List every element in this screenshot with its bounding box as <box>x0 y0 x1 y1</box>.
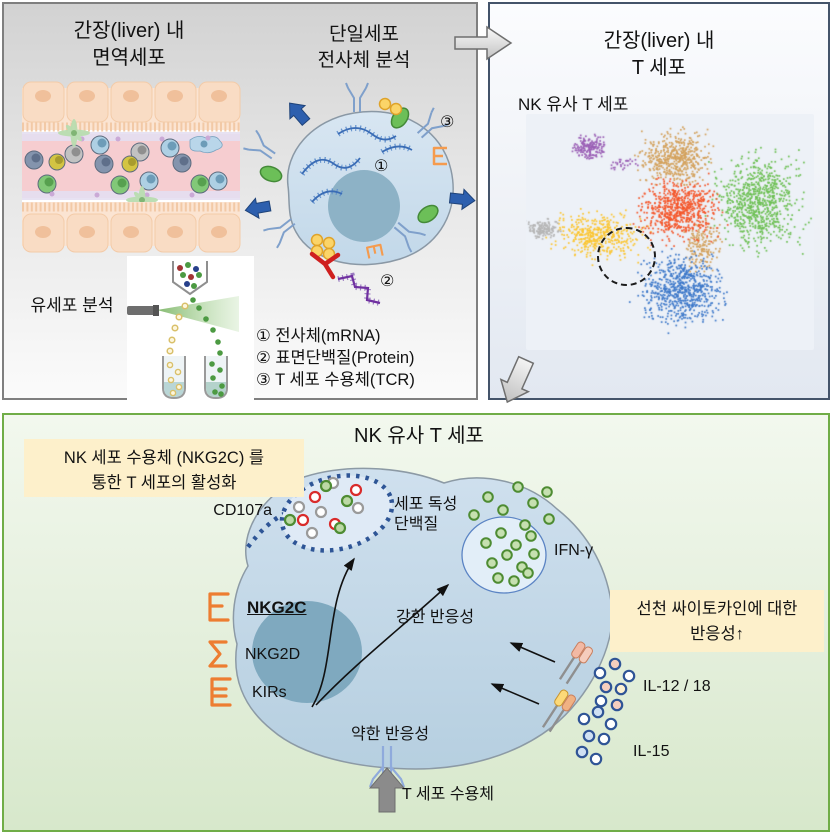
panel3-title: NK 유사 T 세포 <box>354 425 484 447</box>
kirs-label: KIRs <box>252 684 287 701</box>
marker-3: ③ <box>440 114 454 131</box>
nk-cell-nucleus <box>252 601 362 703</box>
tcr-stimulus-arrow <box>368 767 406 813</box>
legend-item-tcr: ③ T 세포 수용체(TCR) <box>256 370 415 389</box>
mrna-strands <box>299 125 414 205</box>
sc-legend: ① 전사체(mRNA) ② 표면단백질(Protein) ③ T 세포 수용체(… <box>256 326 415 391</box>
tcr-glyphs <box>243 82 449 253</box>
panel1-title-line2: 면역세포 <box>92 47 166 69</box>
ifn-gamma-label: IFN-γ <box>554 542 594 559</box>
tsne-plot <box>526 114 814 350</box>
il15-dots <box>575 705 618 766</box>
panel-liver-t-cells: 간장(liver) 내 T 세포 NK 유사 T 세포 <box>488 2 830 400</box>
ifn-vesicle <box>461 481 555 594</box>
tcr-label: T 세포 수용체 <box>402 786 494 803</box>
innate-cytokine-box: 선천 싸이토카인에 대한 반응성↑ <box>610 590 824 652</box>
kirs-receptor-icon <box>210 677 232 707</box>
nk-receptor-icons <box>208 592 232 707</box>
cytokine-signal-arrows <box>490 642 556 705</box>
nkg2c-receptor-icon <box>208 592 230 622</box>
activation-arrows <box>311 557 450 708</box>
panel-nk-like-t-cell: NK 유사 T 세포 NK 세포 수용체 (NKG2C) 를 통한 T 세포의 … <box>2 413 830 832</box>
legend-item-mrna: ① 전사체(mRNA) <box>256 327 381 345</box>
marker-1: ① <box>374 158 388 175</box>
single-cell-diagram: ① ③ ② <box>243 82 476 306</box>
legend-item-protein: ② 표면단백질(Protein) <box>256 348 415 367</box>
nkg2d-label: NKG2D <box>245 646 301 663</box>
il15-label: IL-15 <box>633 743 670 760</box>
stellate-cell-icon <box>58 119 90 147</box>
nk-cluster-dashed-circle <box>597 227 656 286</box>
nk-cell-diagram <box>208 467 636 813</box>
nk-like-t-cell-label: NK 유사 T 세포 <box>518 95 629 114</box>
cd107a-label: CD107a <box>213 502 272 519</box>
liver-tissue-illustration <box>22 81 241 253</box>
orange-receptor-glyphs <box>365 146 447 259</box>
nkg2c-activation-box: NK 세포 수용체 (NKG2C) 를 통한 T 세포의 활성화 <box>24 439 304 497</box>
panel1-title: 간장(liver) 내 면역세포 <box>4 18 254 72</box>
flow-cytometry-illustration <box>127 256 254 402</box>
antibody-icon <box>309 251 341 280</box>
panel1-title-line1: 간장(liver) 내 <box>73 20 185 42</box>
strong-response-label: 강한 반응성 <box>396 609 475 626</box>
flow-cytometry-label: 유세포 분석 <box>30 296 114 315</box>
cytotoxic-vesicle <box>279 473 395 553</box>
tsne-canvas <box>526 114 814 350</box>
single-cell-title: 단일세포 전사체 분석 <box>317 24 411 71</box>
il12-label: IL-12 / 18 <box>643 678 711 695</box>
nkg2c-label: NKG2C <box>247 598 307 617</box>
secreted-ifn-dots <box>468 481 555 531</box>
il15-receptor-icon <box>541 689 576 733</box>
nkg2d-receptor-icon <box>208 640 228 668</box>
arrow-right-icon <box>454 25 513 61</box>
il12-receptor-icon <box>558 641 593 685</box>
captured-strand <box>337 272 381 306</box>
il12-dots <box>593 657 636 712</box>
cell-nucleus <box>328 170 400 242</box>
panel2-title: 간장(liver) 내 T 세포 <box>603 30 715 79</box>
weak-response-label: 약한 반응성 <box>351 726 430 743</box>
panel-liver-immune-cells: 간장(liver) 내 면역세포 <box>2 2 478 402</box>
marker-2: ② <box>380 273 394 290</box>
arrow-down-icon <box>499 355 535 404</box>
cytotoxic-protein-label: 세포 독성 단백질 <box>394 496 458 533</box>
transporter-arrow-icons <box>244 102 476 220</box>
